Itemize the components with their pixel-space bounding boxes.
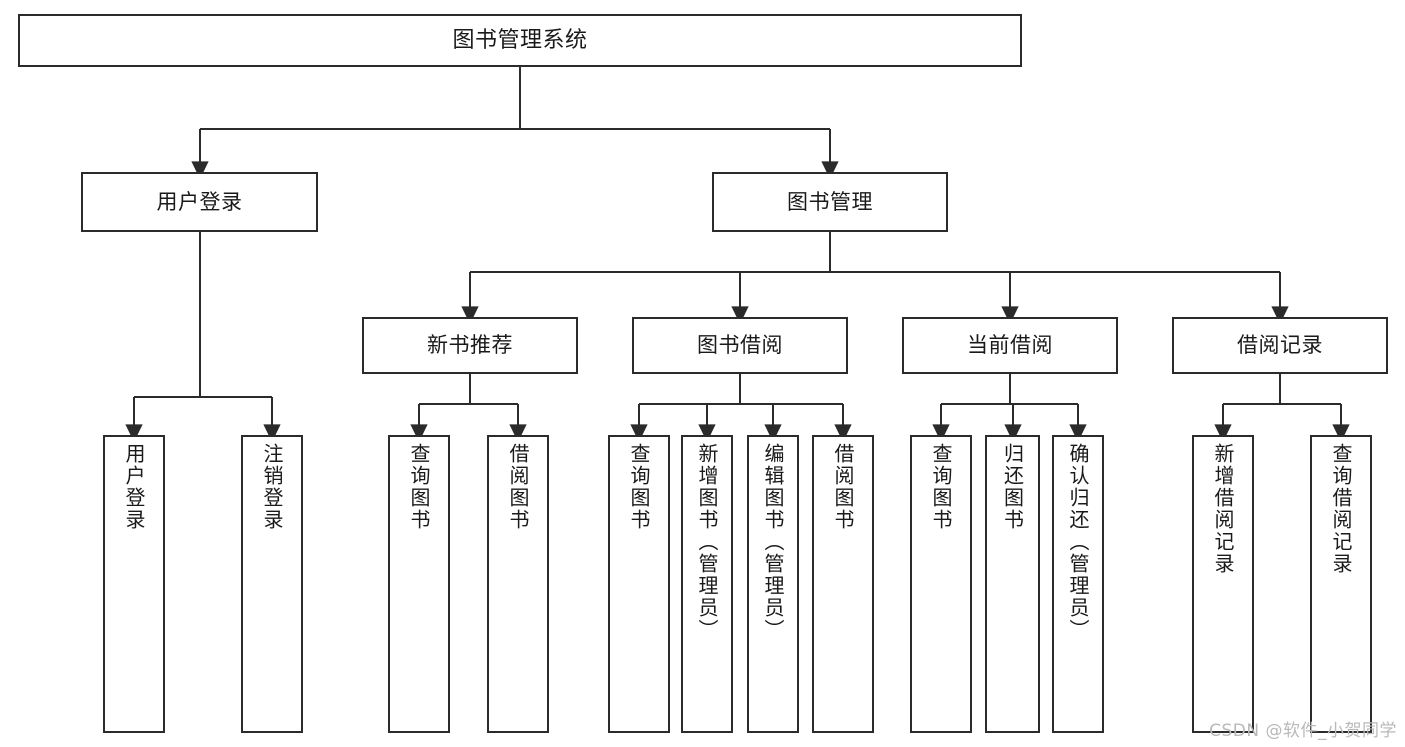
node-label: 确认归还（管理员） xyxy=(1066,443,1090,641)
node-label: 借阅图书 xyxy=(506,443,530,531)
node-leaf-add-rec[interactable]: 新增借阅记录 xyxy=(1192,435,1254,733)
node-leaf-borrow-1[interactable]: 借阅图书 xyxy=(487,435,549,733)
node-label: 查询图书 xyxy=(627,443,651,531)
node-label: 查询借阅记录 xyxy=(1329,443,1353,575)
node-label: 用户登录 xyxy=(156,189,243,214)
node-label: 新书推荐 xyxy=(427,333,513,358)
node-leaf-user-login[interactable]: 用户登录 xyxy=(103,435,165,733)
node-label: 用户登录 xyxy=(122,443,146,531)
node-label: 当前借阅 xyxy=(967,333,1053,358)
node-leaf-confirm[interactable]: 确认归还（管理员） xyxy=(1052,435,1104,733)
node-book-manage[interactable]: 图书管理 xyxy=(712,172,948,232)
node-label: 借阅记录 xyxy=(1237,333,1323,358)
node-label: 图书管理 xyxy=(787,189,873,214)
node-label: 注销登录 xyxy=(260,443,284,531)
node-root[interactable]: 图书管理系统 xyxy=(18,14,1022,67)
node-leaf-borrow-2[interactable]: 借阅图书 xyxy=(812,435,874,733)
connector-layer xyxy=(125,67,1350,443)
node-borrow-record[interactable]: 借阅记录 xyxy=(1172,317,1388,374)
node-label: 查询图书 xyxy=(929,443,953,531)
node-label: 归还图书 xyxy=(1000,443,1025,531)
node-leaf-edit-book[interactable]: 编辑图书（管理员） xyxy=(747,435,799,733)
node-leaf-return[interactable]: 归还图书 xyxy=(985,435,1040,733)
node-leaf-logout[interactable]: 注销登录 xyxy=(241,435,303,733)
node-label: 图书借阅 xyxy=(697,333,783,358)
node-leaf-query-rec[interactable]: 查询借阅记录 xyxy=(1310,435,1372,733)
node-label: 借阅图书 xyxy=(831,443,855,531)
node-current-borrow[interactable]: 当前借阅 xyxy=(902,317,1118,374)
node-label: 图书管理系统 xyxy=(452,27,588,53)
node-label: 编辑图书（管理员） xyxy=(761,443,785,641)
node-label: 新增图书（管理员） xyxy=(695,443,719,641)
node-label: 查询图书 xyxy=(407,443,431,531)
node-leaf-add-book[interactable]: 新增图书（管理员） xyxy=(681,435,733,733)
node-leaf-query-1[interactable]: 查询图书 xyxy=(388,435,450,733)
node-leaf-query-3[interactable]: 查询图书 xyxy=(910,435,972,733)
node-label: 新增借阅记录 xyxy=(1211,443,1235,575)
node-leaf-query-2[interactable]: 查询图书 xyxy=(608,435,670,733)
node-user-login[interactable]: 用户登录 xyxy=(81,172,318,232)
node-book-borrow[interactable]: 图书借阅 xyxy=(632,317,848,374)
node-new-book-rec[interactable]: 新书推荐 xyxy=(362,317,578,374)
